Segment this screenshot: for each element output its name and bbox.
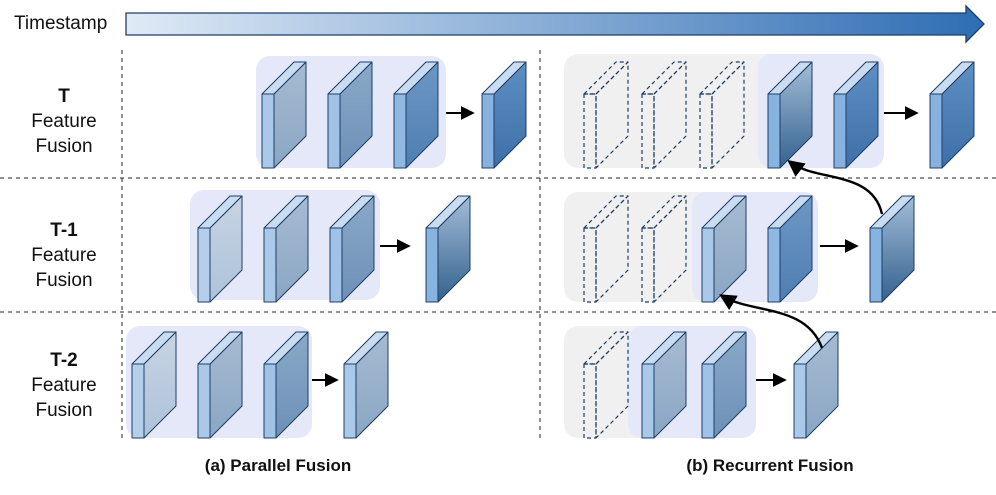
- block-front-face: [833, 93, 847, 169]
- block-front-face: [767, 93, 781, 169]
- feature-block: [869, 195, 915, 303]
- feature-block-placeholder: [641, 195, 687, 303]
- row-label-line1: Feature: [31, 375, 97, 396]
- feature-block-placeholder: [699, 61, 745, 169]
- timestamp-arrow: [125, 4, 985, 44]
- block-front-face: [641, 363, 655, 439]
- block-front-face: [425, 227, 439, 303]
- block-front-face: [481, 93, 495, 169]
- block-front-face: [641, 93, 655, 169]
- feature-block-placeholder: [641, 61, 687, 169]
- caption-parallel-fusion: (a) Parallel Fusion: [204, 456, 352, 475]
- feature-block: [327, 61, 373, 169]
- block-front-face: [393, 93, 407, 169]
- block-front-face: [327, 93, 341, 169]
- feature-block: [393, 61, 439, 169]
- recurrent-arrow-to-t: [787, 159, 884, 215]
- feature-block: [701, 331, 747, 439]
- block-front-face: [699, 93, 713, 169]
- caption-recurrent-fusion: (b) Recurrent Fusion: [686, 456, 854, 475]
- block-front-face: [701, 227, 715, 303]
- feature-block: [641, 331, 687, 439]
- block-front-face: [701, 363, 715, 439]
- feature-block: [343, 331, 389, 439]
- feature-block: [481, 61, 527, 169]
- block-front-face: [343, 363, 357, 439]
- row-label-t-1: T-1 Feature Fusion: [6, 218, 122, 293]
- row-label-line2: Fusion: [35, 136, 93, 157]
- feature-block: [701, 195, 747, 303]
- feature-block: [767, 195, 813, 303]
- block-front-face: [767, 227, 781, 303]
- feature-block: [197, 195, 243, 303]
- feature-block: [767, 61, 813, 169]
- block-front-face: [197, 227, 211, 303]
- block-front-face: [131, 363, 145, 439]
- row-label-line1: Feature: [31, 245, 97, 266]
- block-front-face: [869, 227, 883, 303]
- row-label-line2: Fusion: [35, 270, 93, 291]
- block-front-face: [929, 93, 943, 169]
- feature-block: [263, 331, 309, 439]
- feature-block: [197, 331, 243, 439]
- row-label-line1: Feature: [31, 111, 97, 132]
- feature-block: [793, 331, 839, 439]
- block-front-face: [583, 93, 597, 169]
- feature-block: [833, 61, 879, 169]
- feature-block: [425, 195, 471, 303]
- block-front-face: [263, 227, 277, 303]
- row-label-line2: Fusion: [35, 400, 93, 421]
- row-id: T-1: [50, 220, 78, 241]
- row-label-t-2: T-2 Feature Fusion: [6, 348, 122, 423]
- row-label-t: T Feature Fusion: [6, 84, 122, 159]
- block-front-face: [793, 363, 807, 439]
- feature-block: [929, 61, 975, 169]
- row-id: T: [58, 86, 70, 107]
- feature-block-placeholder: [583, 61, 629, 169]
- block-front-face: [641, 227, 655, 303]
- recurrent-arrow-to-t-1: [719, 294, 824, 349]
- feature-block: [263, 195, 309, 303]
- row-id: T-2: [50, 350, 78, 371]
- block-front-face: [197, 363, 211, 439]
- feature-block-placeholder: [583, 331, 629, 439]
- feature-block: [261, 61, 307, 169]
- block-front-face: [263, 363, 277, 439]
- feature-block-placeholder: [583, 195, 629, 303]
- feature-block: [329, 195, 375, 303]
- block-front-face: [583, 227, 597, 303]
- block-front-face: [261, 93, 275, 169]
- feature-block: [131, 331, 177, 439]
- block-front-face: [583, 363, 597, 439]
- block-front-face: [329, 227, 343, 303]
- timestamp-label: Timestamp: [14, 13, 108, 34]
